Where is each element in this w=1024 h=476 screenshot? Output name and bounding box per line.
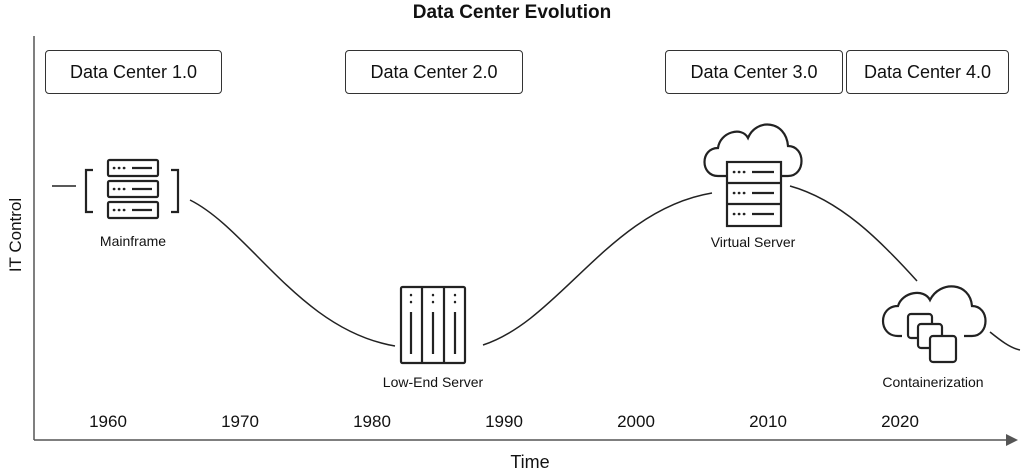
era-box-data-center-1: Data Center 1.0 [45, 50, 222, 94]
server-rack-icon [84, 158, 180, 220]
era-label: Data Center 2.0 [370, 61, 498, 82]
cloud-containers-icon [882, 285, 987, 364]
label-low-end-server: Low-End Server [382, 374, 484, 390]
blade-server-icon [399, 285, 467, 365]
era-label: Data Center 3.0 [690, 61, 818, 82]
year-label: 1990 [485, 412, 523, 431]
x-axis-label: Time [510, 452, 550, 472]
era-label: Data Center 1.0 [69, 61, 198, 82]
label-containerization: Containerization [882, 374, 984, 390]
era-label: Data Center 4.0 [863, 61, 992, 82]
year-label: 1970 [221, 412, 259, 431]
year-label: 2000 [617, 412, 655, 431]
era-box-data-center-2: Data Center 2.0 [345, 50, 523, 94]
year-label: 2010 [749, 412, 787, 431]
year-label: 1980 [353, 412, 391, 431]
cloud-server-icon [703, 123, 803, 228]
era-box-data-center-4: Data Center 4.0 [846, 50, 1009, 94]
y-axis-label: IT Control [6, 197, 25, 273]
era-box-data-center-3: Data Center 3.0 [665, 50, 843, 94]
evolution-curve [52, 185, 1021, 351]
label-virtual-server: Virtual Server [710, 234, 796, 250]
year-label: 1960 [89, 412, 127, 431]
label-mainframe: Mainframe [99, 233, 167, 249]
year-label: 2020 [881, 412, 919, 431]
diagram-title: Data Center Evolution [412, 2, 612, 23]
x-axis-arrow-icon [1006, 434, 1018, 446]
